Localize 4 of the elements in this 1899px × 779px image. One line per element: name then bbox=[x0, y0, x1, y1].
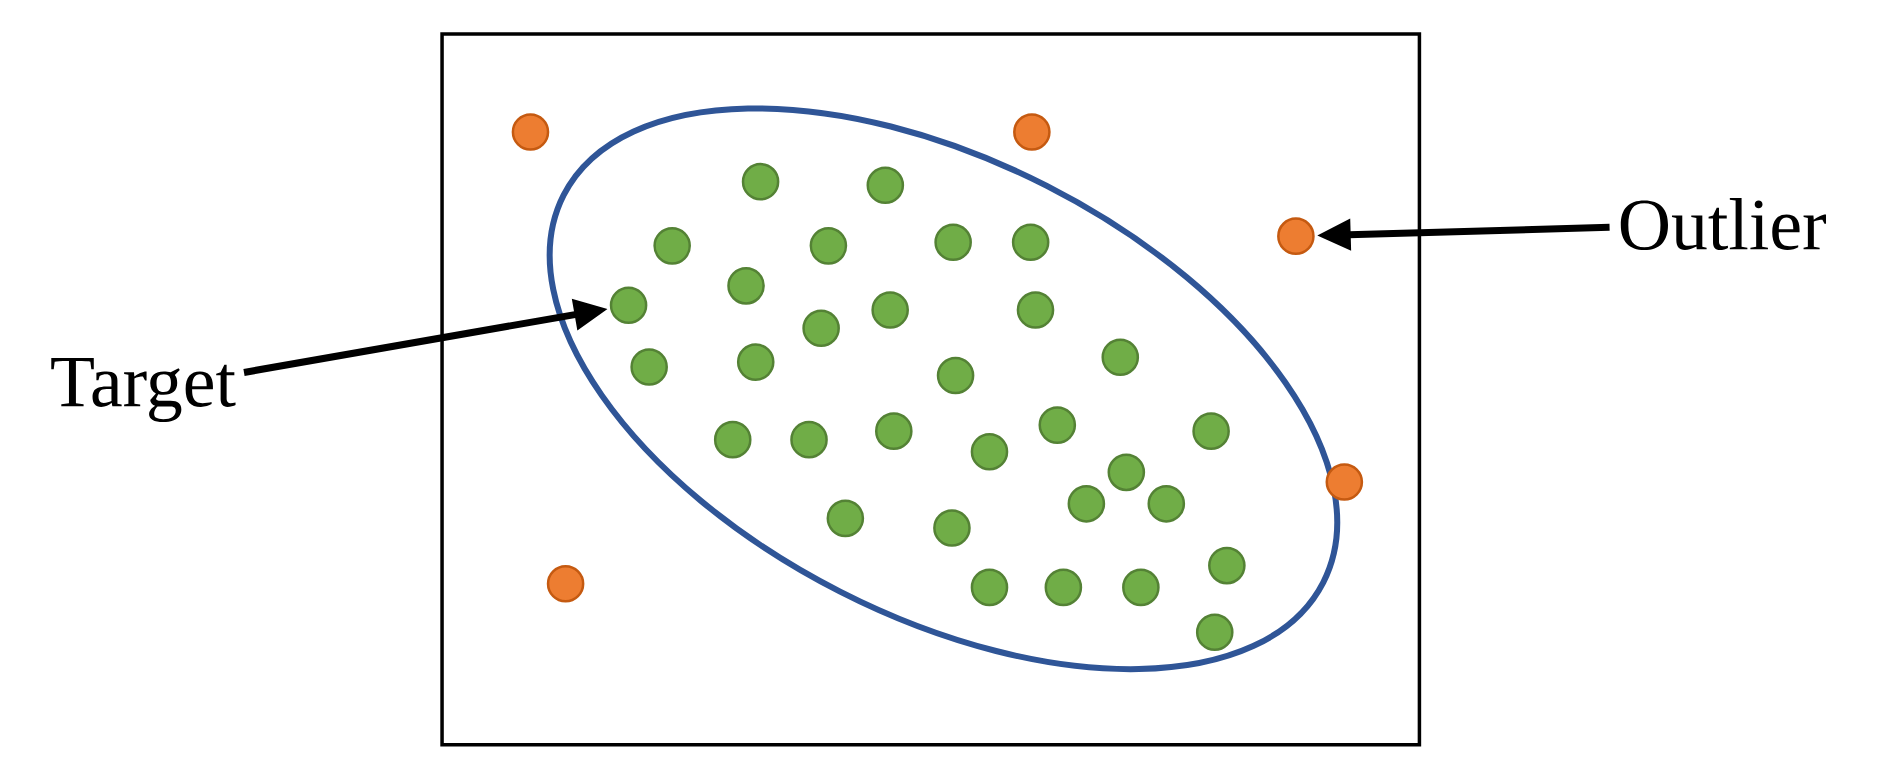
label-text: Target bbox=[51, 358, 236, 423]
dot bbox=[1277, 217, 1315, 256]
label-text: Outlier bbox=[1620, 198, 1826, 251]
dot bbox=[609, 286, 648, 325]
